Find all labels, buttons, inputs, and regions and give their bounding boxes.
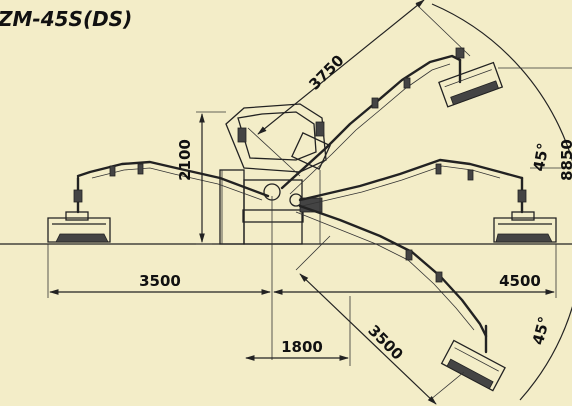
dim-reach-right-label: 4500 — [499, 272, 541, 290]
dim-boom-down: 3500 — [295, 235, 465, 405]
boom-lower — [295, 204, 506, 392]
base-vehicle — [219, 103, 331, 245]
dim-reach-left: 3500 — [47, 196, 273, 360]
drawing-title: ZM-45S(DS) — [0, 7, 132, 31]
dim-boom-down-label: 3500 — [364, 321, 406, 363]
angle-arc: 45° 45° 8850 — [431, 3, 572, 401]
angle-down-label: 45° — [529, 315, 554, 347]
radius-partial-label: 8850 — [558, 139, 572, 181]
dim-boom-up: 3750 — [247, 0, 471, 177]
dim-height-left-label: 2100 — [176, 139, 194, 181]
dim-reach-left-label: 3500 — [139, 272, 181, 290]
angle-up-label: 45° — [530, 142, 553, 173]
boom-right — [298, 158, 557, 243]
boom-left — [47, 160, 270, 243]
dim-offset-bottom-label: 1800 — [281, 338, 323, 356]
dim-boom-up-label: 3750 — [305, 51, 347, 93]
dim-height-left: 2100 — [176, 111, 226, 245]
